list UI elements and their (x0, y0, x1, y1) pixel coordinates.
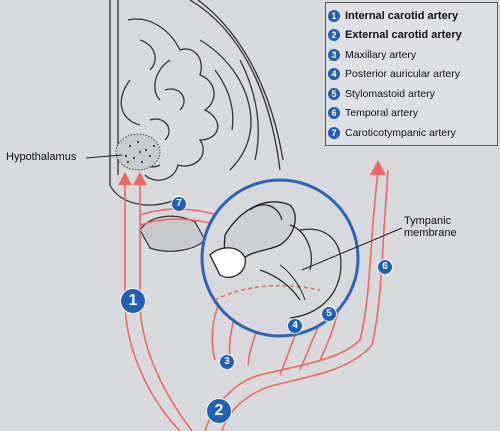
marker-7-caroticotympanic: 7 (171, 196, 187, 212)
legend-item-posterior-auricular: 4 Posterior auricular artery (328, 65, 495, 85)
legend-item-temporal: 6 Temporal artery (328, 104, 495, 124)
legend-label: Internal carotid artery (345, 9, 459, 22)
legend-item-caroticotympanic: 7 Caroticotympanic artery (328, 123, 495, 143)
legend-label: Posterior auricular artery (345, 68, 460, 81)
ear-magnifier (200, 178, 360, 338)
legend-label: Caroticotympanic artery (345, 126, 456, 139)
legend-label: External carotid artery (345, 29, 462, 42)
marker-5-stylomastoid: 5 (321, 306, 337, 322)
legend-item-stylomastoid: 5 Stylomastoid artery (328, 84, 495, 104)
marker-3-maxillary: 3 (219, 354, 235, 370)
marker-2-external-carotid: 2 (206, 398, 232, 424)
marker-4-posterior-auricular: 4 (287, 318, 303, 334)
tympanic-label-line1: Tympanic (404, 215, 452, 227)
legend-item-maxillary: 3 Maxillary artery (328, 45, 495, 65)
marker-6-temporal: 6 (377, 259, 393, 275)
hypothalamus-label: Hypothalamus (6, 151, 77, 163)
number-badge: 5 (328, 87, 340, 100)
legend-box: 1 Internal carotid artery 2 External car… (325, 2, 498, 146)
legend-label: Maxillary artery (345, 48, 417, 61)
number-badge: 6 (328, 107, 340, 120)
leader-lines (85, 154, 403, 271)
number-badge: 1 (328, 9, 340, 22)
tympanic-membrane-label: Tympanic membrane (404, 215, 457, 239)
tympanic-label-line2: membrane (404, 227, 457, 239)
number-badge: 3 (328, 48, 340, 61)
hypothalamus-area (115, 133, 161, 171)
legend-item-internal-carotid: 1 Internal carotid artery (328, 6, 495, 26)
number-badge: 2 (328, 29, 340, 42)
marker-1-internal-carotid: 1 (120, 288, 146, 314)
number-badge: 7 (328, 126, 340, 139)
legend-label: Stylomastoid artery (345, 87, 435, 100)
legend-label: Temporal artery (345, 107, 418, 120)
brain-outline (109, 0, 284, 206)
number-badge: 4 (328, 68, 340, 81)
legend-item-external-carotid: 2 External carotid artery (328, 26, 495, 46)
temporal-bone (139, 215, 206, 252)
